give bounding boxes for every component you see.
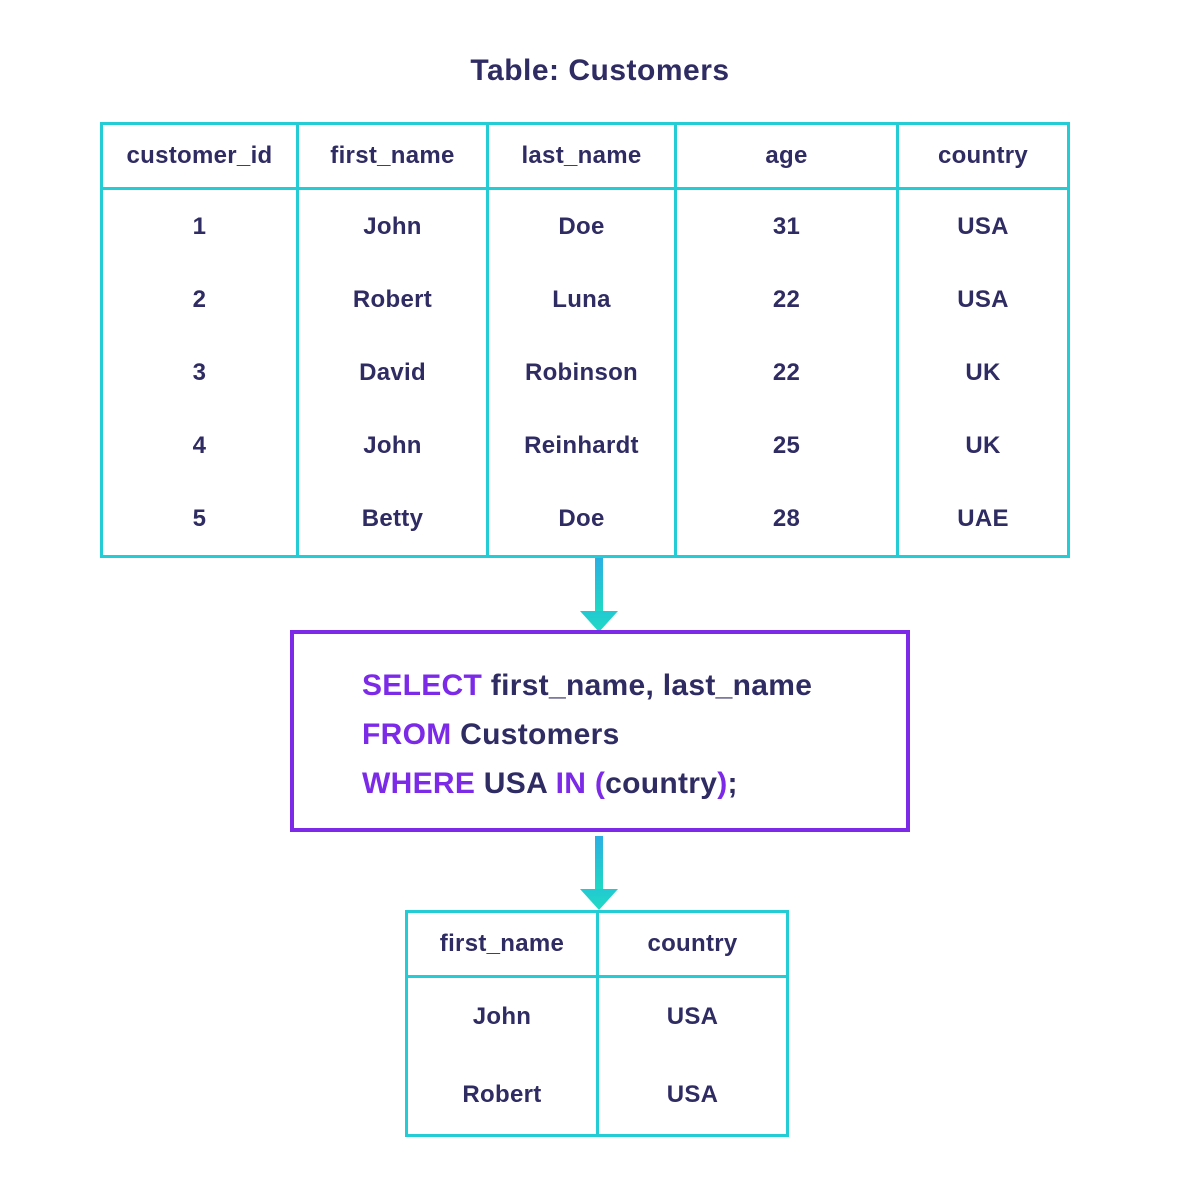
cell-first-name: John — [405, 976, 599, 1056]
cell-last-name: Doe — [486, 482, 677, 557]
sql-keyword: FROM — [362, 718, 452, 751]
cell-first-name: Robert — [405, 1056, 599, 1136]
sql-paren: ) — [717, 767, 728, 800]
cell-country: USA — [896, 263, 1070, 336]
column-header-first-name: first_name — [296, 122, 489, 190]
cell-age: 28 — [674, 482, 899, 557]
cell-country: UK — [896, 409, 1070, 482]
diagram-title: Table: Customers — [470, 54, 730, 87]
table-row: Robert USA — [405, 1056, 789, 1136]
cell-age: 25 — [674, 409, 899, 482]
table-row: 3 David Robinson 22 UK — [100, 336, 1070, 409]
sql-text: first_name, last_name — [482, 669, 813, 702]
sql-semicolon: ; — [727, 767, 738, 800]
sql-text: country — [605, 767, 718, 800]
cell-last-name: Doe — [486, 188, 677, 263]
sql-text: Customers — [451, 718, 620, 751]
arrow-head-icon — [580, 889, 618, 910]
column-header-last-name: last_name — [486, 122, 677, 190]
column-header-age: age — [674, 122, 899, 190]
cell-age: 31 — [674, 188, 899, 263]
column-header-country: country — [896, 122, 1070, 190]
cell-country: USA — [896, 188, 1070, 263]
arrow-down-1 — [580, 558, 618, 632]
result-table-header-row: first_name country — [405, 910, 789, 978]
cell-first-name: John — [296, 188, 489, 263]
column-header-country: country — [596, 910, 789, 978]
cell-country: UAE — [896, 482, 1070, 557]
table-row: 1 John Doe 31 USA — [100, 188, 1070, 263]
cell-country: USA — [596, 1056, 789, 1136]
arrow-shaft — [595, 836, 603, 889]
cell-country: USA — [596, 976, 789, 1056]
sql-paren: ( — [594, 767, 606, 800]
table-row: 2 Robert Luna 22 USA — [100, 263, 1070, 336]
arrow-shaft — [595, 558, 603, 611]
customers-table-header-row: customer_id first_name last_name age cou… — [100, 122, 1070, 190]
cell-last-name: Luna — [486, 263, 677, 336]
sql-keyword: SELECT — [362, 669, 483, 702]
sql-text — [586, 767, 595, 800]
sql-keyword: WHERE — [362, 767, 476, 800]
table-row: 4 John Reinhardt 25 UK — [100, 409, 1070, 482]
arrow-head-icon — [580, 611, 618, 632]
cell-customer-id: 1 — [100, 188, 299, 263]
customers-table: customer_id first_name last_name age cou… — [100, 122, 1070, 558]
sql-line-where: WHERE USA IN (country); — [362, 759, 906, 808]
cell-first-name: John — [296, 409, 489, 482]
sql-line-from: FROM Customers — [362, 710, 906, 759]
cell-customer-id: 3 — [100, 336, 299, 409]
result-table: first_name country John USA Robert USA — [405, 910, 789, 1137]
sql-line-select: SELECT first_name, last_name — [362, 661, 906, 710]
sql-keyword: IN — [555, 767, 587, 800]
table-row: John USA — [405, 976, 789, 1056]
cell-age: 22 — [674, 336, 899, 409]
cell-first-name: David — [296, 336, 489, 409]
cell-age: 22 — [674, 263, 899, 336]
cell-first-name: Betty — [296, 482, 489, 557]
sql-query-box: SELECT first_name, last_name FROM Custom… — [290, 630, 910, 832]
column-header-customer-id: customer_id — [100, 122, 299, 190]
cell-customer-id: 2 — [100, 263, 299, 336]
cell-customer-id: 4 — [100, 409, 299, 482]
cell-last-name: Robinson — [486, 336, 677, 409]
cell-country: UK — [896, 336, 1070, 409]
table-row: 5 Betty Doe 28 UAE — [100, 482, 1070, 557]
column-header-first-name: first_name — [405, 910, 599, 978]
cell-last-name: Reinhardt — [486, 409, 677, 482]
cell-first-name: Robert — [296, 263, 489, 336]
cell-customer-id: 5 — [100, 482, 299, 557]
sql-text: USA — [475, 767, 556, 800]
arrow-down-2 — [580, 836, 618, 910]
